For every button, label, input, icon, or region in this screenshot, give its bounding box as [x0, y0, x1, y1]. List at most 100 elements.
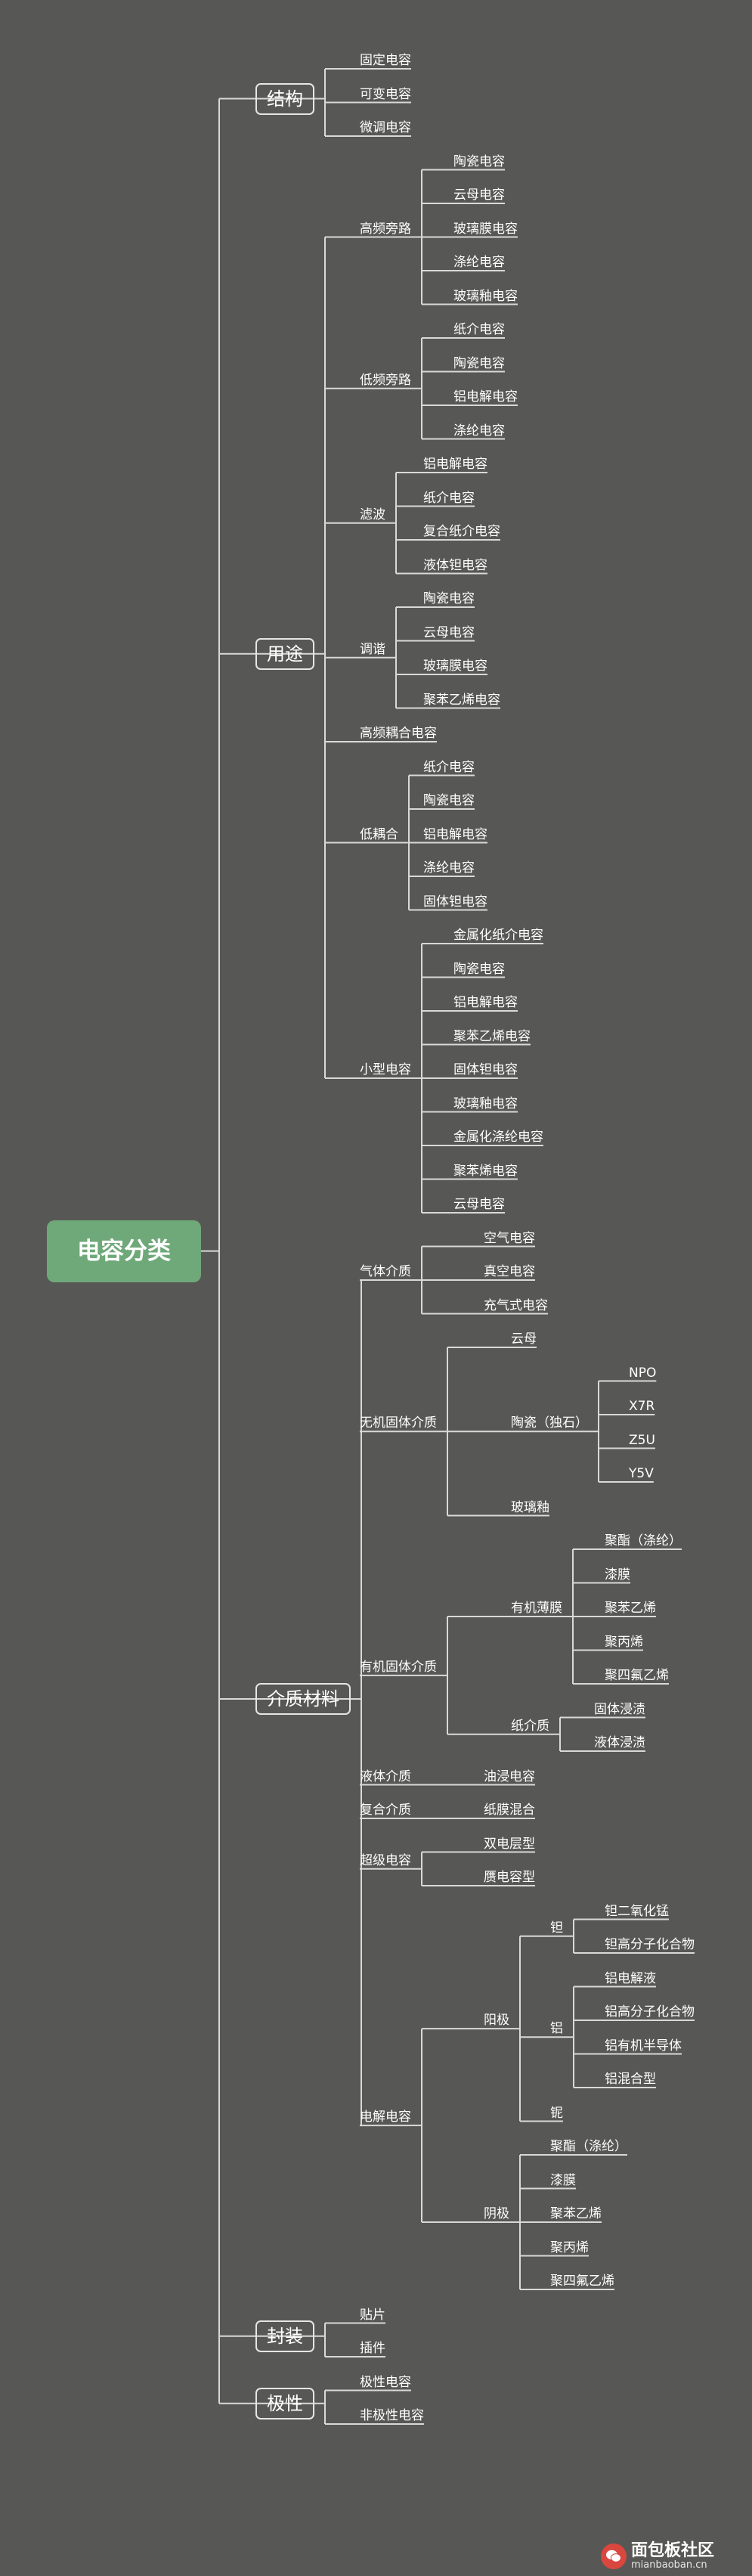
topic-node: 纸介质 [511, 1718, 549, 1734]
topic-node: 云母电容 [453, 1197, 505, 1212]
topic-node: 阴极 [484, 2206, 509, 2221]
topic-node: 聚苯乙烯电容 [453, 1028, 531, 1044]
topic-node: 玻璃釉 [511, 1499, 549, 1515]
topic-node: 空气电容 [484, 1230, 535, 1246]
topic-node: 气体介质 [360, 1264, 411, 1279]
topic-node: 聚苯乙烯 [550, 2206, 602, 2221]
topic-node: 有机固体介质 [360, 1659, 437, 1675]
topic-node: 铝混合型 [605, 2072, 656, 2087]
topic-node: 云母 [511, 1331, 537, 1347]
wechat-icon [601, 2543, 627, 2569]
topic-node: 铝电解电容 [453, 389, 518, 405]
topic-node: 玻璃膜电容 [423, 659, 487, 674]
topic-node: 陶瓷电容 [453, 153, 505, 169]
topic-node: 陶瓷（独石） [511, 1415, 588, 1431]
topic-node: 聚酯（涤纶） [550, 2139, 627, 2154]
topic-node: 有机薄膜 [511, 1601, 562, 1616]
topic-node: 云母电容 [453, 188, 505, 203]
topic-node: 纸介电容 [453, 322, 505, 337]
topic-node: 玻璃釉电容 [453, 1096, 518, 1111]
topic-node: 铝电解液 [605, 1970, 656, 1986]
topic-node: 纸介电容 [423, 490, 475, 506]
topic-node: 聚苯烯电容 [453, 1163, 518, 1179]
topic-node: 玻璃膜电容 [453, 221, 518, 237]
topic-node: X7R [629, 1399, 655, 1414]
topic-node: 赝电容型 [484, 1870, 535, 1885]
topic-node: 钽 [550, 1920, 563, 1936]
topic-node: 涤纶电容 [453, 255, 505, 270]
branch-node: 用途 [255, 637, 314, 670]
watermark-title: 面包板社区 [631, 2540, 715, 2560]
topic-node: 铝高分子化合物 [605, 2004, 695, 2020]
topic-node: 陶瓷电容 [453, 961, 505, 977]
branch-node: 封装 [255, 2320, 314, 2352]
topic-node: 小型电容 [360, 1062, 411, 1077]
topic-node: 铝电解电容 [423, 826, 487, 842]
topic-node: 铝 [550, 2021, 563, 2037]
topic-node: 调谐 [360, 641, 385, 657]
topic-node: 涤纶电容 [423, 860, 475, 876]
watermark-url: mianbaoban.cn [631, 2559, 707, 2571]
topic-node: 可变电容 [360, 86, 411, 102]
topic-node: 铝有机半导体 [605, 2038, 682, 2054]
topic-node: 固体浸渍 [594, 1701, 645, 1717]
topic-node: 漆膜 [605, 1567, 630, 1582]
topic-node: 玻璃釉电容 [453, 288, 518, 304]
topic-node: 阳极 [484, 2013, 509, 2029]
topic-node: 超级电容 [360, 1852, 411, 1868]
topic-node: 极性电容 [360, 2374, 411, 2390]
topic-node: 复合介质 [360, 1803, 411, 1818]
topic-node: 液体介质 [360, 1768, 411, 1784]
topic-node: 液体浸渍 [594, 1735, 645, 1750]
root-node: 电容分类 [47, 1220, 201, 1282]
topic-node: 固体钽电容 [423, 894, 487, 910]
topic-node: 低耦合 [360, 826, 398, 842]
topic-node: Y5V [629, 1466, 654, 1481]
topic-node: 聚丙烯 [550, 2240, 589, 2255]
watermark: 面包板社区 mianbaoban.cn [601, 2537, 752, 2576]
topic-node: 云母电容 [423, 625, 475, 640]
topic-node: 涤纶电容 [453, 423, 505, 439]
topic-node: 聚四氟乙烯 [550, 2274, 614, 2289]
topic-node: 聚苯乙烯 [605, 1601, 656, 1616]
topic-node: 滤波 [360, 507, 385, 522]
topic-node: 聚酯（涤纶） [605, 1533, 682, 1548]
topic-node: 高频旁路 [360, 221, 411, 237]
topic-node: 铝电解电容 [423, 457, 487, 472]
topic-node: 纸介电容 [423, 759, 475, 775]
topic-node: 液体钽电容 [423, 557, 487, 573]
topic-node: 高频耦合电容 [360, 726, 437, 741]
topic-node: 双电层型 [484, 1836, 535, 1852]
topic-node: 陶瓷电容 [423, 591, 475, 606]
topic-node: 复合纸介电容 [423, 524, 500, 539]
topic-node: 金属化涤纶电容 [453, 1130, 543, 1145]
topic-node: 插件 [360, 2341, 385, 2356]
branch-node: 介质材料 [255, 1683, 351, 1716]
topic-node: 聚丙烯 [605, 1634, 643, 1650]
topic-node: 铌 [550, 2105, 563, 2121]
topic-node: 钽高分子化合物 [605, 1937, 695, 1952]
topic-node: 非极性电容 [360, 2408, 424, 2423]
topic-node: 纸膜混合 [484, 1803, 535, 1818]
topic-node: 聚四氟乙烯 [605, 1668, 669, 1683]
topic-node: 陶瓷电容 [453, 355, 505, 371]
branch-node: 结构 [255, 82, 314, 115]
topic-node: NPO [629, 1365, 657, 1381]
topic-node: 陶瓷电容 [423, 793, 475, 808]
topic-node: 金属化纸介电容 [453, 928, 543, 943]
topic-node: 铝电解电容 [453, 995, 518, 1010]
topic-node: 充气式电容 [484, 1297, 548, 1313]
topic-node: 微调电容 [360, 120, 411, 135]
topic-node: 真空电容 [484, 1264, 535, 1279]
topic-node: 聚苯乙烯电容 [423, 692, 500, 708]
branch-node: 极性 [255, 2387, 314, 2419]
topic-node: 电解电容 [360, 2109, 411, 2125]
topic-node: 钽二氧化锰 [605, 1903, 669, 1919]
topic-node: 油浸电容 [484, 1768, 535, 1784]
topic-node: 贴片 [360, 2307, 385, 2323]
topic-node: 无机固体介质 [360, 1415, 437, 1431]
topic-node: Z5U [629, 1432, 655, 1448]
topic-node: 固体钽电容 [453, 1062, 518, 1077]
